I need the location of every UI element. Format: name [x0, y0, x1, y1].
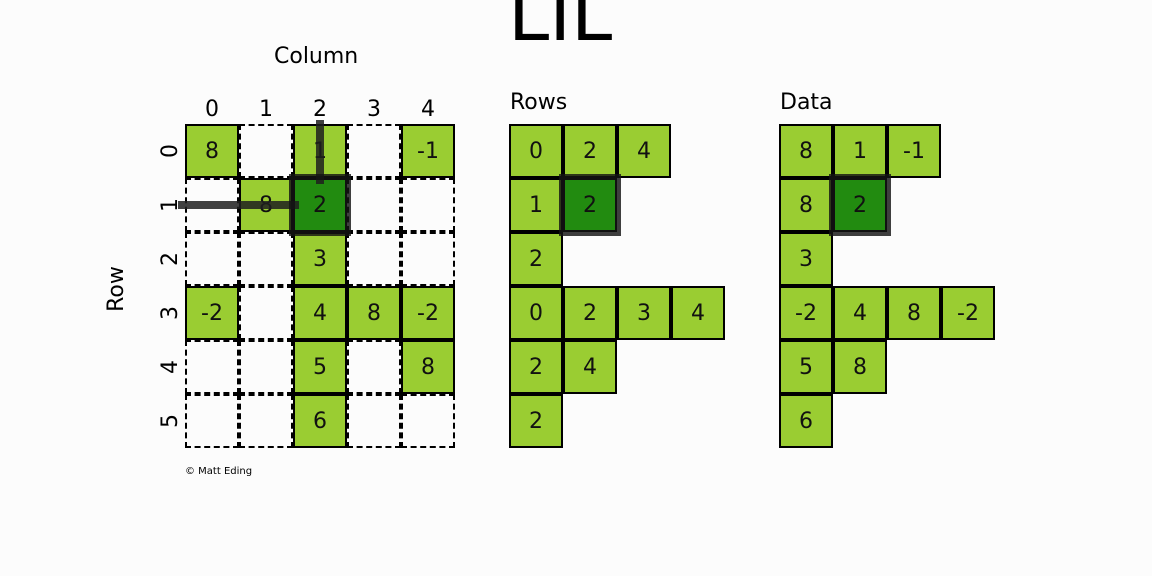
data-cell: 4	[833, 286, 887, 340]
matrix-empty-cell	[347, 124, 401, 178]
data-cell: 8	[779, 124, 833, 178]
matrix-empty-cell	[185, 232, 239, 286]
row-lookup-bar	[178, 201, 299, 209]
rows-cell: 2	[509, 232, 563, 286]
data-cell: 8	[833, 340, 887, 394]
rows-panel-label: Rows	[510, 90, 568, 115]
matrix-empty-cell	[239, 232, 293, 286]
matrix-empty-cell	[347, 232, 401, 286]
column-tick: 2	[313, 97, 327, 122]
copyright-note: © Matt Eding	[185, 466, 253, 477]
matrix-cell: 8	[401, 340, 455, 394]
matrix-highlight-box	[289, 174, 351, 236]
diagram-title: LIL	[508, 0, 613, 58]
matrix-empty-cell	[239, 286, 293, 340]
matrix-cell: -2	[401, 286, 455, 340]
data-cell: -2	[941, 286, 995, 340]
matrix-empty-cell	[401, 178, 455, 232]
row-tick: 0	[158, 144, 183, 158]
rows-highlight-box	[559, 174, 621, 236]
row-tick: 2	[158, 252, 183, 266]
data-cell: -1	[887, 124, 941, 178]
data-cell: 8	[779, 178, 833, 232]
matrix-cell: -2	[185, 286, 239, 340]
matrix-empty-cell	[185, 340, 239, 394]
rows-cell: 0	[509, 286, 563, 340]
rows-cell: 4	[563, 340, 617, 394]
rows-cell: 2	[509, 340, 563, 394]
matrix-cell: 8	[347, 286, 401, 340]
rows-cell: 2	[563, 124, 617, 178]
data-cell: 6	[779, 394, 833, 448]
data-cell: -2	[779, 286, 833, 340]
matrix-empty-cell	[401, 232, 455, 286]
row-tick: 4	[158, 360, 183, 374]
rows-cell: 2	[509, 394, 563, 448]
matrix-empty-cell	[347, 178, 401, 232]
column-tick: 0	[205, 97, 219, 122]
row-axis-label: Row	[103, 266, 129, 312]
column-lookup-bar	[316, 120, 324, 184]
matrix-empty-cell	[401, 394, 455, 448]
rows-cell: 3	[617, 286, 671, 340]
column-tick: 1	[259, 97, 273, 122]
matrix-cell: 5	[293, 340, 347, 394]
column-axis-label: Column	[274, 44, 359, 69]
data-cell: 3	[779, 232, 833, 286]
matrix-empty-cell	[239, 340, 293, 394]
rows-cell: 4	[671, 286, 725, 340]
column-tick: 4	[421, 97, 435, 122]
rows-cell: 2	[563, 286, 617, 340]
data-cell: 5	[779, 340, 833, 394]
rows-cell: 4	[617, 124, 671, 178]
matrix-cell: 3	[293, 232, 347, 286]
matrix-empty-cell	[239, 394, 293, 448]
matrix-cell: -1	[401, 124, 455, 178]
matrix-cell: 4	[293, 286, 347, 340]
data-cell: 8	[887, 286, 941, 340]
row-tick: 5	[158, 414, 183, 428]
matrix-empty-cell	[185, 394, 239, 448]
matrix-empty-cell	[239, 124, 293, 178]
matrix-empty-cell	[347, 340, 401, 394]
rows-cell: 0	[509, 124, 563, 178]
rows-cell: 1	[509, 178, 563, 232]
matrix-cell: 6	[293, 394, 347, 448]
matrix-cell: 8	[185, 124, 239, 178]
matrix-empty-cell	[347, 394, 401, 448]
data-cell: 1	[833, 124, 887, 178]
data-highlight-box	[829, 174, 891, 236]
row-tick: 3	[158, 306, 183, 320]
column-tick: 3	[367, 97, 381, 122]
data-panel-label: Data	[780, 90, 833, 115]
